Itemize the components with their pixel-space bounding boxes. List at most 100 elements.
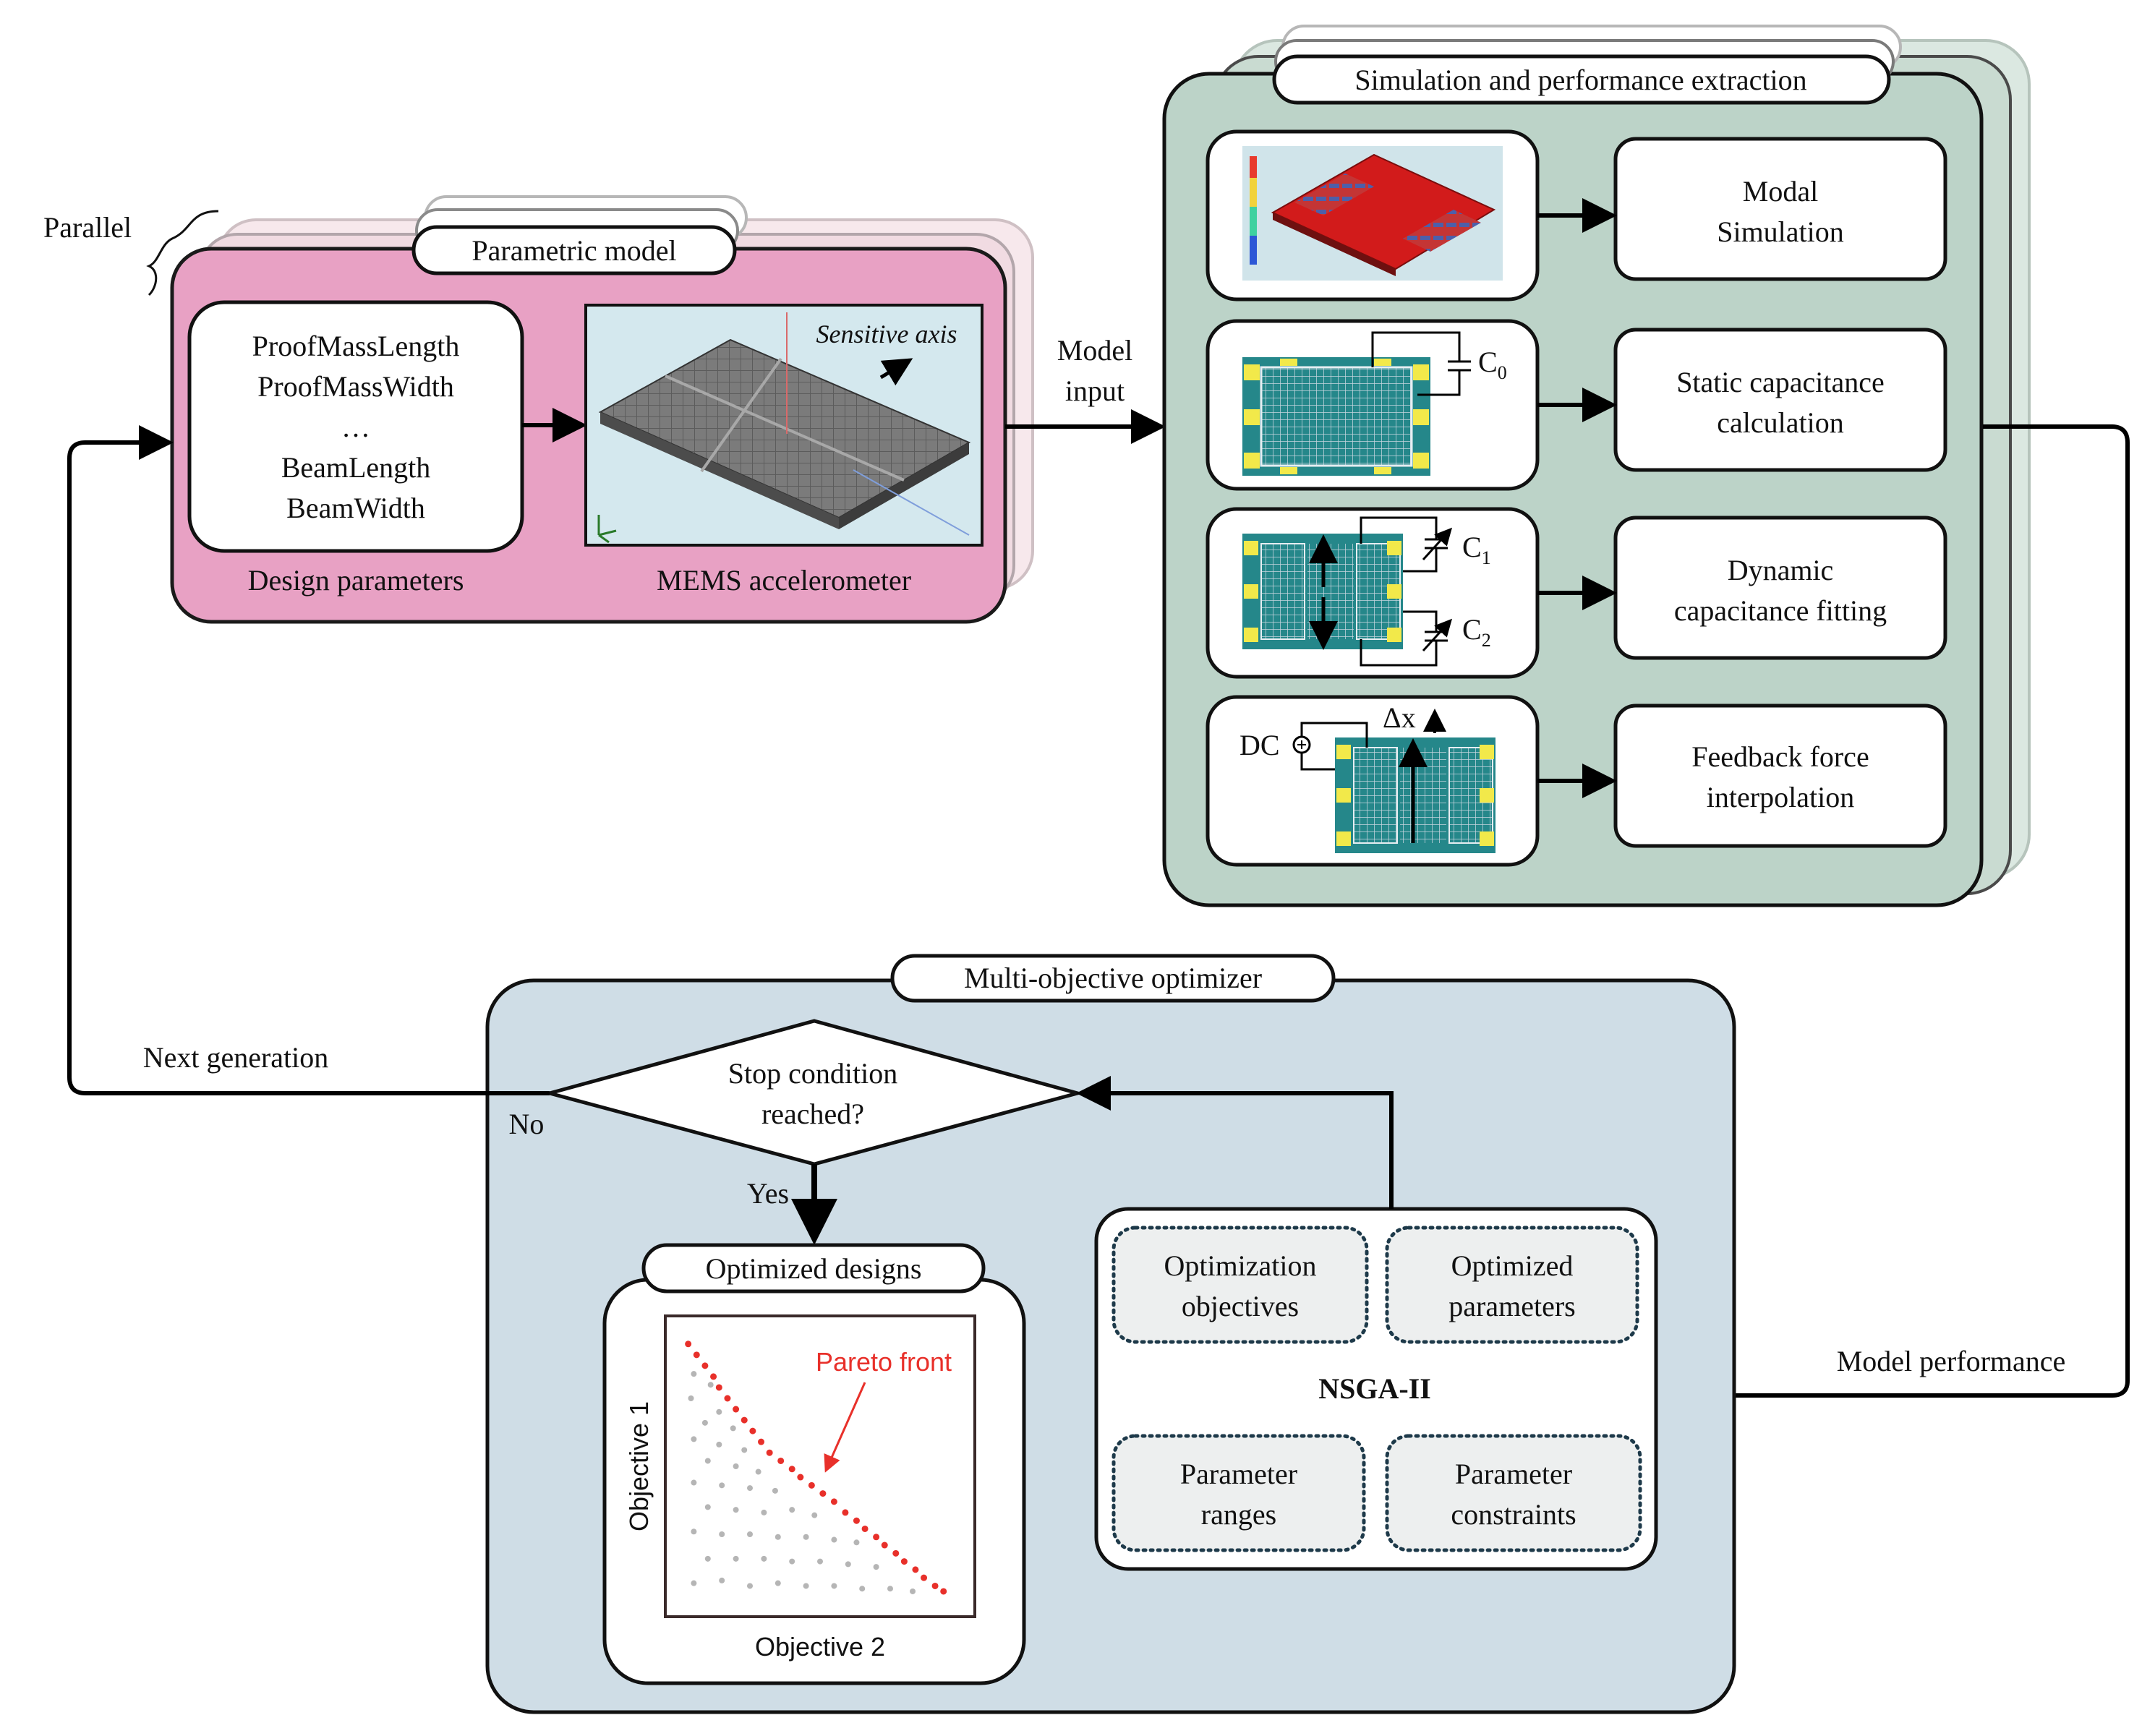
design-point <box>719 1482 725 1489</box>
design-point <box>887 1586 893 1592</box>
chart-frame <box>664 1314 976 1618</box>
pareto-point <box>766 1449 773 1456</box>
task-label: calculation <box>1717 406 1843 439</box>
task-label: Feedback force <box>1691 740 1869 773</box>
design-point <box>701 1419 708 1426</box>
design-point <box>803 1583 809 1589</box>
pareto-point <box>777 1457 785 1464</box>
design-point <box>716 1408 722 1415</box>
model-performance-label: Model performance <box>1837 1345 2066 1377</box>
task-label: capacitance fitting <box>1674 594 1887 627</box>
task-label: Modal <box>1743 175 1818 208</box>
setting-label: constraints <box>1451 1498 1576 1531</box>
pareto-point <box>758 1438 765 1445</box>
pareto-point <box>733 1406 740 1413</box>
task-label: Simulation <box>1717 215 1844 248</box>
setting-label: Parameter <box>1455 1458 1572 1490</box>
design-point <box>859 1586 866 1592</box>
static-capacitance-render <box>1242 331 1471 476</box>
design-point <box>775 1534 781 1540</box>
next-generation-label: Next generation <box>143 1041 329 1074</box>
pareto-point <box>741 1416 748 1424</box>
design-point <box>716 1441 722 1448</box>
no-label: No <box>509 1108 545 1140</box>
dc-label: DC <box>1239 729 1280 761</box>
design-point <box>789 1558 795 1565</box>
design-point <box>761 1509 767 1515</box>
design-point <box>691 1479 697 1486</box>
design-point <box>789 1507 795 1513</box>
design-point <box>719 1531 725 1537</box>
pareto-point <box>830 1498 837 1505</box>
c2-label: C2 <box>1462 613 1491 651</box>
pareto-point <box>861 1525 869 1532</box>
setting-label: Optimization <box>1164 1249 1316 1282</box>
model-input-label: input <box>1065 375 1125 407</box>
parallel-label: Parallel <box>43 211 132 244</box>
parametric-model-panel: Parametric model ProofMassLength ProofMa… <box>170 195 1034 624</box>
parameter-name: … <box>341 411 370 443</box>
design-point <box>755 1468 761 1475</box>
pareto-point <box>881 1542 888 1549</box>
design-point <box>747 1531 753 1537</box>
design-point <box>730 1425 736 1432</box>
design-point <box>688 1395 694 1401</box>
pareto-annotation-arrow <box>824 1382 866 1473</box>
design-point <box>707 1382 714 1388</box>
task-feedback-force <box>1613 704 1947 848</box>
design-point <box>845 1561 851 1568</box>
design-point <box>733 1507 739 1513</box>
design-point <box>741 1447 748 1453</box>
design-point <box>691 1580 697 1586</box>
pareto-point <box>819 1490 827 1497</box>
sensitive-axis-label: Sensitive axis <box>816 320 957 349</box>
design-point <box>733 1555 739 1562</box>
pareto-chart: Objective 2 Objective 1 Pareto front <box>624 1314 976 1662</box>
dynamic-capacitance-render <box>1242 516 1453 667</box>
pareto-points <box>685 1341 947 1595</box>
design-point <box>691 1528 697 1535</box>
task-dynamic-capacitance <box>1613 516 1947 660</box>
setting-label: objectives <box>1182 1290 1299 1322</box>
modal-render <box>1242 146 1503 281</box>
parallel-brace <box>146 210 219 296</box>
setting-label: Optimized <box>1451 1249 1574 1282</box>
design-point <box>704 1555 711 1562</box>
design-point <box>831 1583 837 1589</box>
task-label: interpolation <box>1707 781 1854 813</box>
parameter-name: ProofMassWidth <box>257 370 454 403</box>
pareto-point <box>685 1341 692 1348</box>
setting-optimization-objectives <box>1111 1226 1369 1344</box>
optimizer-panel: Multi-objective optimizer Stop condition… <box>485 954 1736 1714</box>
setting-label: Parameter <box>1180 1458 1297 1490</box>
setting-label: parameters <box>1448 1290 1575 1322</box>
y-axis-label: Objective 1 <box>624 1401 654 1531</box>
design-point <box>747 1583 753 1589</box>
design-point <box>873 1564 879 1570</box>
decision-label: reached? <box>761 1098 864 1130</box>
pareto-point <box>797 1474 804 1481</box>
parameter-name: BeamWidth <box>286 492 425 524</box>
parameter-name: BeamLength <box>281 451 431 484</box>
design-point <box>719 1577 725 1583</box>
design-point <box>910 1588 916 1594</box>
c1-label: C1 <box>1462 531 1491 568</box>
design-point <box>811 1512 818 1518</box>
pareto-point <box>693 1351 700 1359</box>
task-label: Dynamic <box>1728 554 1834 586</box>
setting-optimized-parameters <box>1385 1226 1639 1344</box>
mems-accelerometer-label: MEMS accelerometer <box>657 564 911 597</box>
simulation-panel: Simulation and performance extraction Mo… <box>1162 25 2031 907</box>
c0-label: C0 <box>1478 346 1507 383</box>
pareto-point <box>710 1373 717 1380</box>
design-point <box>803 1534 809 1540</box>
pareto-point <box>788 1466 795 1473</box>
design-point <box>772 1487 778 1494</box>
pareto-point <box>724 1395 731 1402</box>
design-point <box>775 1580 781 1586</box>
pareto-point <box>701 1362 709 1369</box>
model-performance-connector <box>1659 424 2130 1413</box>
feedback-force-render <box>1292 709 1495 853</box>
parameter-name: ProofMassLength <box>252 330 460 362</box>
